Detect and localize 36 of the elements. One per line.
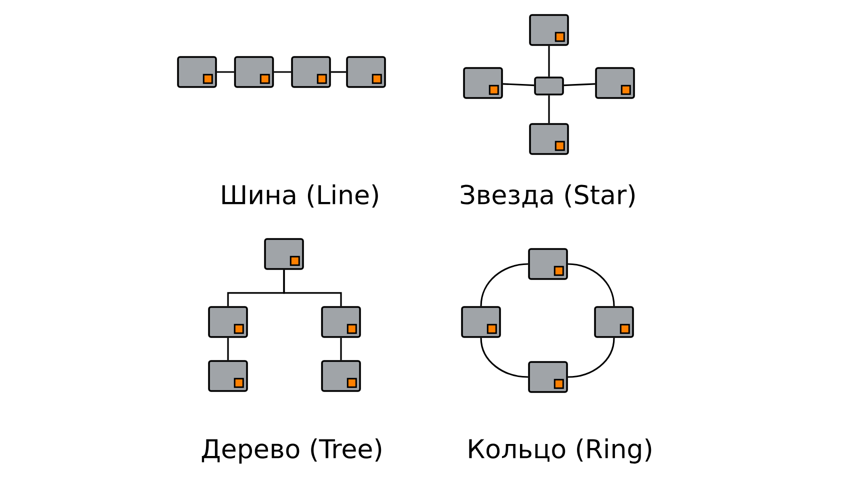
- connector-line: [340, 338, 342, 360]
- computer-box: [208, 360, 248, 392]
- connector-line: [502, 83, 534, 86]
- connector-line: [548, 46, 550, 77]
- computer-box: [264, 238, 304, 270]
- computer-box: [321, 306, 361, 338]
- computer-box: [234, 56, 274, 88]
- computer-box: [321, 360, 361, 392]
- computer-box: [528, 248, 568, 280]
- connector-line: [216, 71, 234, 73]
- computer-box: [346, 56, 386, 88]
- connector-line: [330, 71, 346, 73]
- computer-box: [291, 56, 331, 88]
- computer-box: [595, 67, 635, 99]
- connector-line: [548, 95, 550, 124]
- connector-line: [564, 83, 596, 86]
- computer-box: [534, 76, 564, 96]
- computer-box: [463, 67, 503, 99]
- computer-box: [208, 306, 248, 338]
- connector-line: [274, 71, 292, 73]
- topology-caption: Кольцо (Ring): [469, 438, 652, 464]
- connector-line: [480, 263, 528, 306]
- topology-caption: Звезда (Star): [460, 184, 635, 208]
- computer-box: [529, 123, 569, 155]
- connector-line: [227, 338, 229, 360]
- connector-line: [480, 338, 528, 378]
- topology-caption: Дерево (Tree): [202, 438, 382, 464]
- connector-line: [568, 338, 615, 378]
- topology-caption: Шина (Line): [222, 184, 378, 208]
- connector-line: [283, 270, 342, 306]
- computer-box: [528, 361, 568, 393]
- connector-line: [568, 263, 615, 306]
- computer-box: [529, 14, 569, 46]
- computer-box: [461, 306, 501, 338]
- computer-box: [177, 56, 217, 88]
- computer-box: [594, 306, 634, 338]
